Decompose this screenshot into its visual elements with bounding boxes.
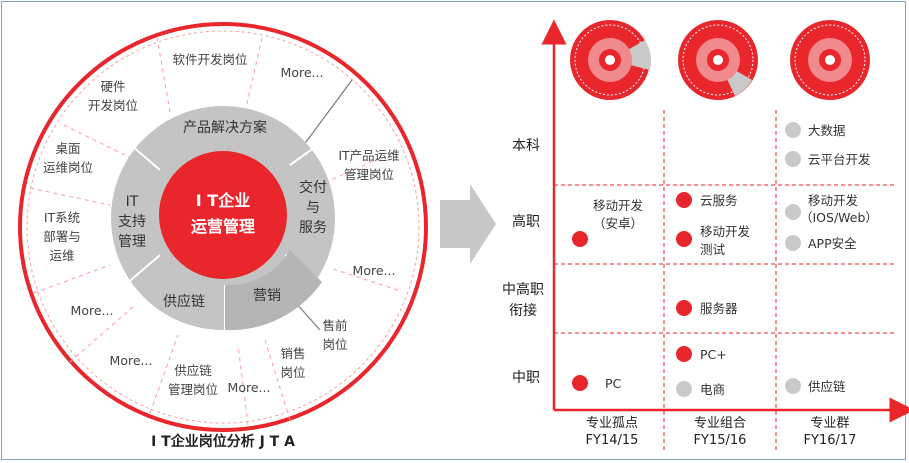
col2-label-1: 专业组合	[694, 416, 746, 431]
dot-c3-gaozhi-1	[785, 204, 801, 220]
mini-wheel-1	[570, 20, 652, 100]
outer-supply-post-1: 供应链	[174, 363, 212, 378]
inner-delivery-label-2: 与	[306, 200, 320, 216]
dot-c2-gaozhi-2	[676, 231, 692, 247]
outer-more-left: More...	[71, 303, 114, 318]
row-label-benke: 本科	[512, 138, 540, 154]
inner-marketing-label: 营销	[253, 288, 281, 304]
outer-more-bottom-left: More...	[110, 353, 153, 368]
dot-c3-benke-1	[785, 122, 801, 138]
wheel-outer-dash	[26, 30, 420, 424]
outer-supply-post-2: 管理岗位	[168, 382, 218, 397]
outer-more-bottom: More...	[228, 380, 271, 395]
outer-sales-1: 销售	[280, 346, 305, 361]
outer-sales-2: 岗位	[280, 365, 305, 380]
outer-hardware-2: 开发岗位	[88, 98, 138, 113]
row-label-zgz-1: 中高职	[502, 281, 544, 298]
c3-gaozhi-1b: （IOS/Web）	[800, 210, 878, 225]
c3-gaozhi-1a: 移动开发	[808, 193, 859, 208]
c2-gaozhi-2b: 测试	[700, 242, 726, 257]
inner-product-label: 产品解决方案	[183, 119, 267, 136]
dot-c2-zgz	[676, 300, 692, 316]
c1-gaozhi-2: （安卓）	[593, 216, 643, 231]
c3-benke-1: 大数据	[808, 123, 846, 138]
transition-arrow	[440, 184, 496, 264]
dot-c2-zhongzhi-2	[676, 381, 692, 397]
center-line1: I T企业	[196, 191, 250, 210]
outer-desktop-2: 运维岗位	[43, 160, 93, 175]
row-label-zhongzhi: 中职	[512, 370, 540, 386]
c2-gaozhi-1: 云服务	[700, 193, 738, 208]
col3-label-2: FY16/17	[804, 433, 857, 448]
c3-gaozhi-2: APP安全	[808, 236, 857, 251]
dot-c3-benke-2	[785, 151, 801, 167]
outer-itsystem-2: 部署与	[43, 229, 81, 244]
inner-supply-label: 供应链	[163, 293, 205, 310]
c2-zhongzhi-1: PC+	[700, 347, 727, 362]
development-matrix: 本科 高职 中高职 衔接 中职 专业孤点 FY14/15 专业组合 FY15/1…	[502, 19, 909, 450]
row-label-zgz-2: 衔接	[509, 302, 537, 319]
col1-label-1: 专业孤点	[586, 416, 638, 431]
outer-presales-2: 岗位	[322, 337, 347, 352]
outer-itops-1: IT产品运维	[338, 148, 399, 163]
outer-itsystem-1: IT系统	[44, 210, 80, 225]
c2-gaozhi-2a: 移动开发	[700, 224, 751, 239]
outer-itops-2: 管理岗位	[344, 167, 394, 182]
c2-zgz: 服务器	[700, 301, 738, 316]
mini-wheel-2	[678, 20, 758, 100]
marketing-segment	[225, 250, 322, 331]
outer-itsystem-3: 运维	[49, 248, 74, 263]
outer-dividers	[29, 36, 399, 426]
dot-c3-gaozhi-2	[785, 235, 801, 251]
inner-it-label-1: IT	[126, 194, 139, 210]
center-disc	[159, 151, 287, 279]
matrix-gridlines	[554, 110, 896, 450]
c1-gaozhi-1: 移动开发	[593, 198, 644, 213]
inner-it-label-2: 支持	[118, 214, 146, 230]
outer-software-label: 软件开发岗位	[172, 52, 247, 67]
outer-hardware-1: 硬件	[100, 79, 125, 94]
dot-c1-zhongzhi	[572, 375, 588, 391]
col3-label-1: 专业群	[810, 416, 849, 431]
wheel-caption: I T企业岗位分析 J T A	[151, 433, 295, 450]
center-line2: 运营管理	[191, 217, 255, 236]
inner-it-label-3: 管理	[118, 234, 146, 250]
c3-zhongzhi: 供应链	[808, 379, 846, 394]
mini-wheel-3	[790, 20, 870, 100]
dot-c3-zhongzhi	[785, 378, 801, 394]
c1-zhongzhi: PC	[605, 376, 622, 391]
inner-delivery-label-1: 交付	[299, 179, 327, 196]
outer-more-right: More...	[353, 263, 396, 278]
dot-c2-zhongzhi-1	[676, 346, 692, 362]
inner-delivery-label-3: 服务	[299, 220, 327, 236]
col2-label-2: FY15/16	[694, 433, 747, 448]
outer-presales-1: 售前	[322, 318, 347, 333]
row-label-gaozhi: 高职	[512, 213, 540, 230]
dot-c1-gaozhi	[572, 231, 588, 247]
outer-desktop-1: 桌面	[55, 141, 80, 156]
outer-more-top: More...	[281, 65, 324, 80]
col1-label-2: FY14/15	[586, 433, 639, 448]
dot-c2-gaozhi-1	[676, 192, 692, 208]
c2-zhongzhi-2: 电商	[700, 382, 725, 397]
c3-benke-2: 云平台开发	[808, 152, 871, 167]
jta-wheel: I T企业 运营管理 产品解决方案 交付 与 服务 营销 供应链 IT 支持 管…	[18, 22, 428, 450]
